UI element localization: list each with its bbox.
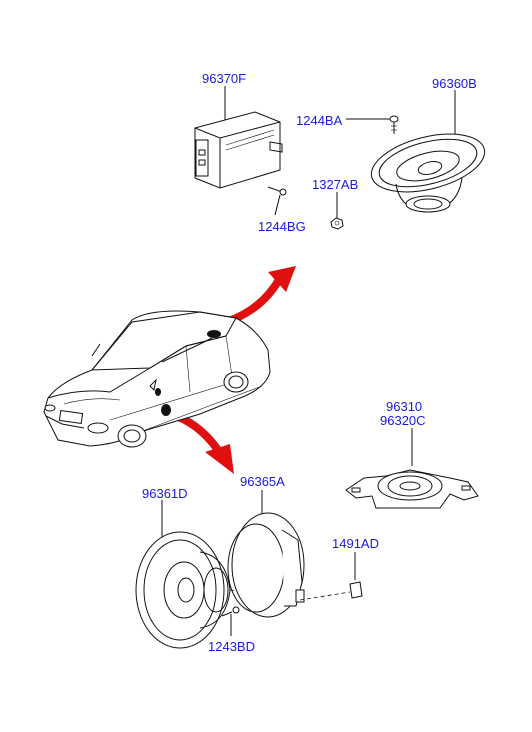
label-rear-speaker: 96360B — [432, 76, 477, 91]
center-speaker — [345, 428, 479, 509]
label-screw-amp: 1244BG — [258, 219, 306, 234]
rear-speaker — [330, 90, 486, 230]
label-amp: 96370F — [202, 71, 247, 86]
label-screw-front: 1243BD — [208, 639, 255, 654]
car-illustration — [43, 310, 271, 448]
label-speaker-cover: 96365A — [240, 474, 285, 489]
screw-1244ba — [346, 115, 399, 134]
speaker-cover — [227, 490, 305, 618]
label-center-speaker-1: 96310 — [386, 399, 423, 414]
label-screw-speaker: 1244BA — [296, 113, 343, 128]
arrow-to-front — [168, 410, 234, 474]
nut-1327ab — [330, 192, 344, 230]
screw-1243bd — [221, 606, 240, 636]
screw-1244bg — [267, 186, 287, 216]
label-nut: 1327AB — [312, 177, 359, 192]
label-center-speaker-2: 96320C — [380, 413, 426, 428]
arrow-to-rear — [224, 266, 296, 326]
label-front-speaker: 96361D — [142, 486, 188, 501]
tweeter-clip — [299, 552, 363, 601]
label-tweeter-clip: 1491AD — [332, 536, 379, 551]
front-speaker — [135, 500, 261, 649]
amplifier-unit — [194, 86, 287, 216]
